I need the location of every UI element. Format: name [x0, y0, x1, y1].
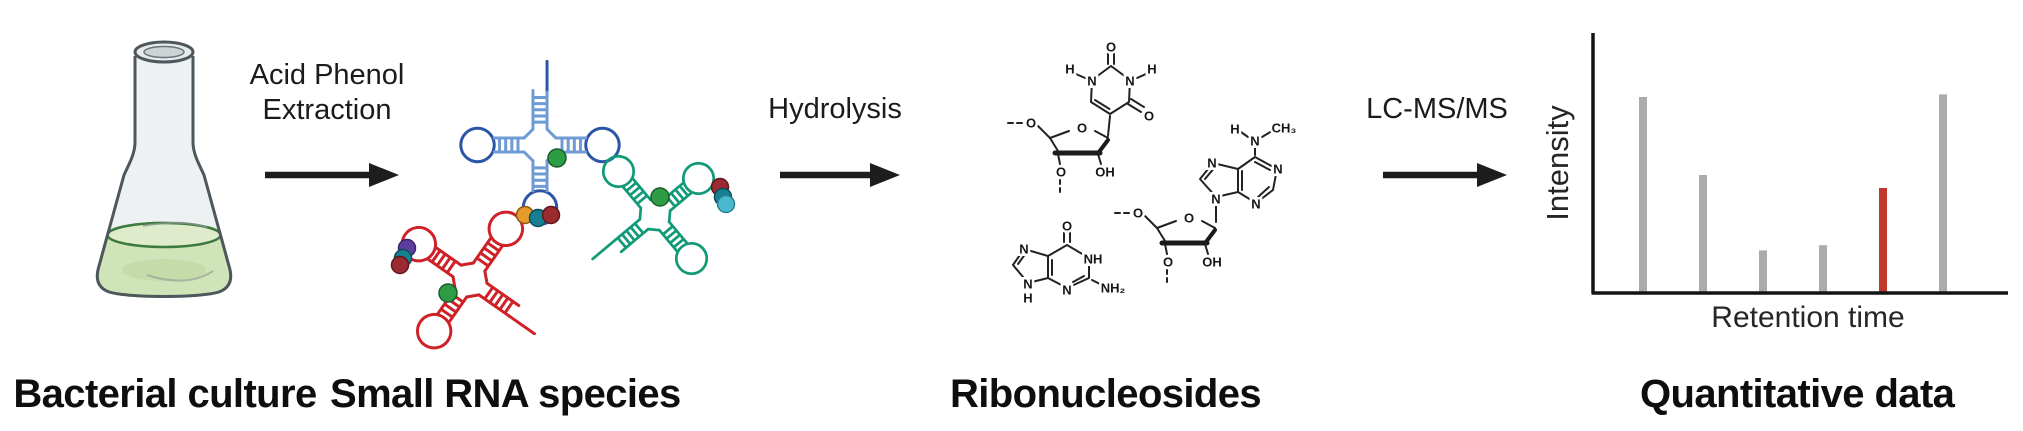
- arrow-2-head: [870, 163, 900, 187]
- atom-label-NH2: NH₂: [1101, 281, 1126, 296]
- flask-shine: [142, 221, 208, 228]
- flask-liquid-shadow: [122, 259, 206, 281]
- chromatogram-chart: Intensity Retention time: [1540, 33, 2008, 334]
- atom-label-N: N: [1273, 162, 1282, 177]
- step-label-quantitative-data: Quantitative data: [1640, 372, 1955, 416]
- atom-label-N: N: [1023, 277, 1032, 292]
- modification-dot-green: [650, 187, 670, 207]
- atom-label-N: N: [1250, 134, 1259, 149]
- chromatogram-peak: [1699, 175, 1707, 294]
- arrow2-label: Hydrolysis: [768, 93, 902, 125]
- chromatogram-peak: [1639, 97, 1647, 294]
- modification-dot-dark-red: [541, 205, 561, 225]
- arrow1-label: Acid Phenol Extraction: [237, 58, 417, 128]
- molecule-methyladenosine: H N CH₃ N N N N: [1115, 118, 1299, 285]
- atom-label-N: N: [1251, 197, 1260, 212]
- atom-label-H: H: [1065, 62, 1074, 77]
- atom-label-NH: NH: [1084, 252, 1103, 267]
- arrow3-label: LC-MS/MS: [1366, 93, 1508, 125]
- atom-label-H: H: [1230, 122, 1239, 137]
- chromatogram-peaks: [1639, 94, 1947, 295]
- arrow-1: [265, 163, 399, 187]
- ribose-ring: [1115, 206, 1222, 285]
- modification-dot-green: [547, 148, 567, 168]
- chromatogram-peak: [1759, 250, 1767, 294]
- trna-blue: [460, 61, 620, 225]
- atom-label-N: N: [1087, 74, 1096, 89]
- y-axis-label: Intensity: [1540, 105, 1575, 221]
- atom-label-O: O: [1144, 109, 1154, 124]
- arrow1-label-line1: Acid Phenol: [249, 59, 405, 91]
- arrow1-label-line2: Extraction: [262, 94, 392, 126]
- molecule-guanine: O NH NH₂ N N N H: [1012, 216, 1128, 308]
- atom-label-N: N: [1019, 242, 1028, 257]
- chromatogram-peak: [1939, 94, 1947, 295]
- step-label-bacterial-culture: Bacterial culture: [13, 372, 317, 416]
- small-rna-illustration: [390, 61, 757, 365]
- chromatogram-peak-highlighted: [1879, 188, 1887, 294]
- bacterial-culture-flask-illustration: [95, 40, 233, 298]
- trna-teal-modification-dots: [650, 177, 736, 214]
- modification-dot-cyan: [716, 194, 736, 214]
- modification-dot-dark-red: [390, 255, 410, 275]
- ribose-ring: [1008, 116, 1115, 195]
- molecule-pseudouridine: O H N N H O: [1008, 37, 1159, 195]
- arrow-3: [1383, 163, 1507, 187]
- trna-red-modification-dots: [390, 238, 458, 303]
- x-axis-label: Retention time: [1711, 301, 1904, 334]
- atom-label-O: O: [1062, 219, 1072, 234]
- arrow-1-head: [369, 163, 399, 187]
- atom-label-H: H: [1023, 291, 1032, 306]
- step-label-ribonucleosides: Ribonucleosides: [950, 372, 1262, 416]
- chromatogram-peak: [1819, 245, 1827, 294]
- flask-shine: [146, 270, 214, 282]
- atom-label-CH3: CH₃: [1272, 121, 1297, 136]
- atom-label-N: N: [1125, 74, 1134, 89]
- modification-dot-green: [438, 283, 458, 303]
- flask-mouth-inner: [143, 45, 185, 59]
- step-label-small-rna-species: Small RNA species: [330, 372, 681, 416]
- atom-label-N: N: [1211, 192, 1220, 207]
- atom-label-N: N: [1207, 156, 1216, 171]
- atom-label-N: N: [1062, 283, 1071, 298]
- ribonucleoside-structures: O O O OH O H N N H O: [940, 37, 1299, 308]
- arrow-2: [780, 163, 900, 187]
- atom-label-H: H: [1147, 62, 1156, 77]
- trna-blue-modification-dots: [515, 148, 567, 228]
- atom-label-O: O: [1106, 40, 1116, 55]
- flask-outline: [95, 56, 233, 298]
- arrow-3-head: [1477, 163, 1507, 187]
